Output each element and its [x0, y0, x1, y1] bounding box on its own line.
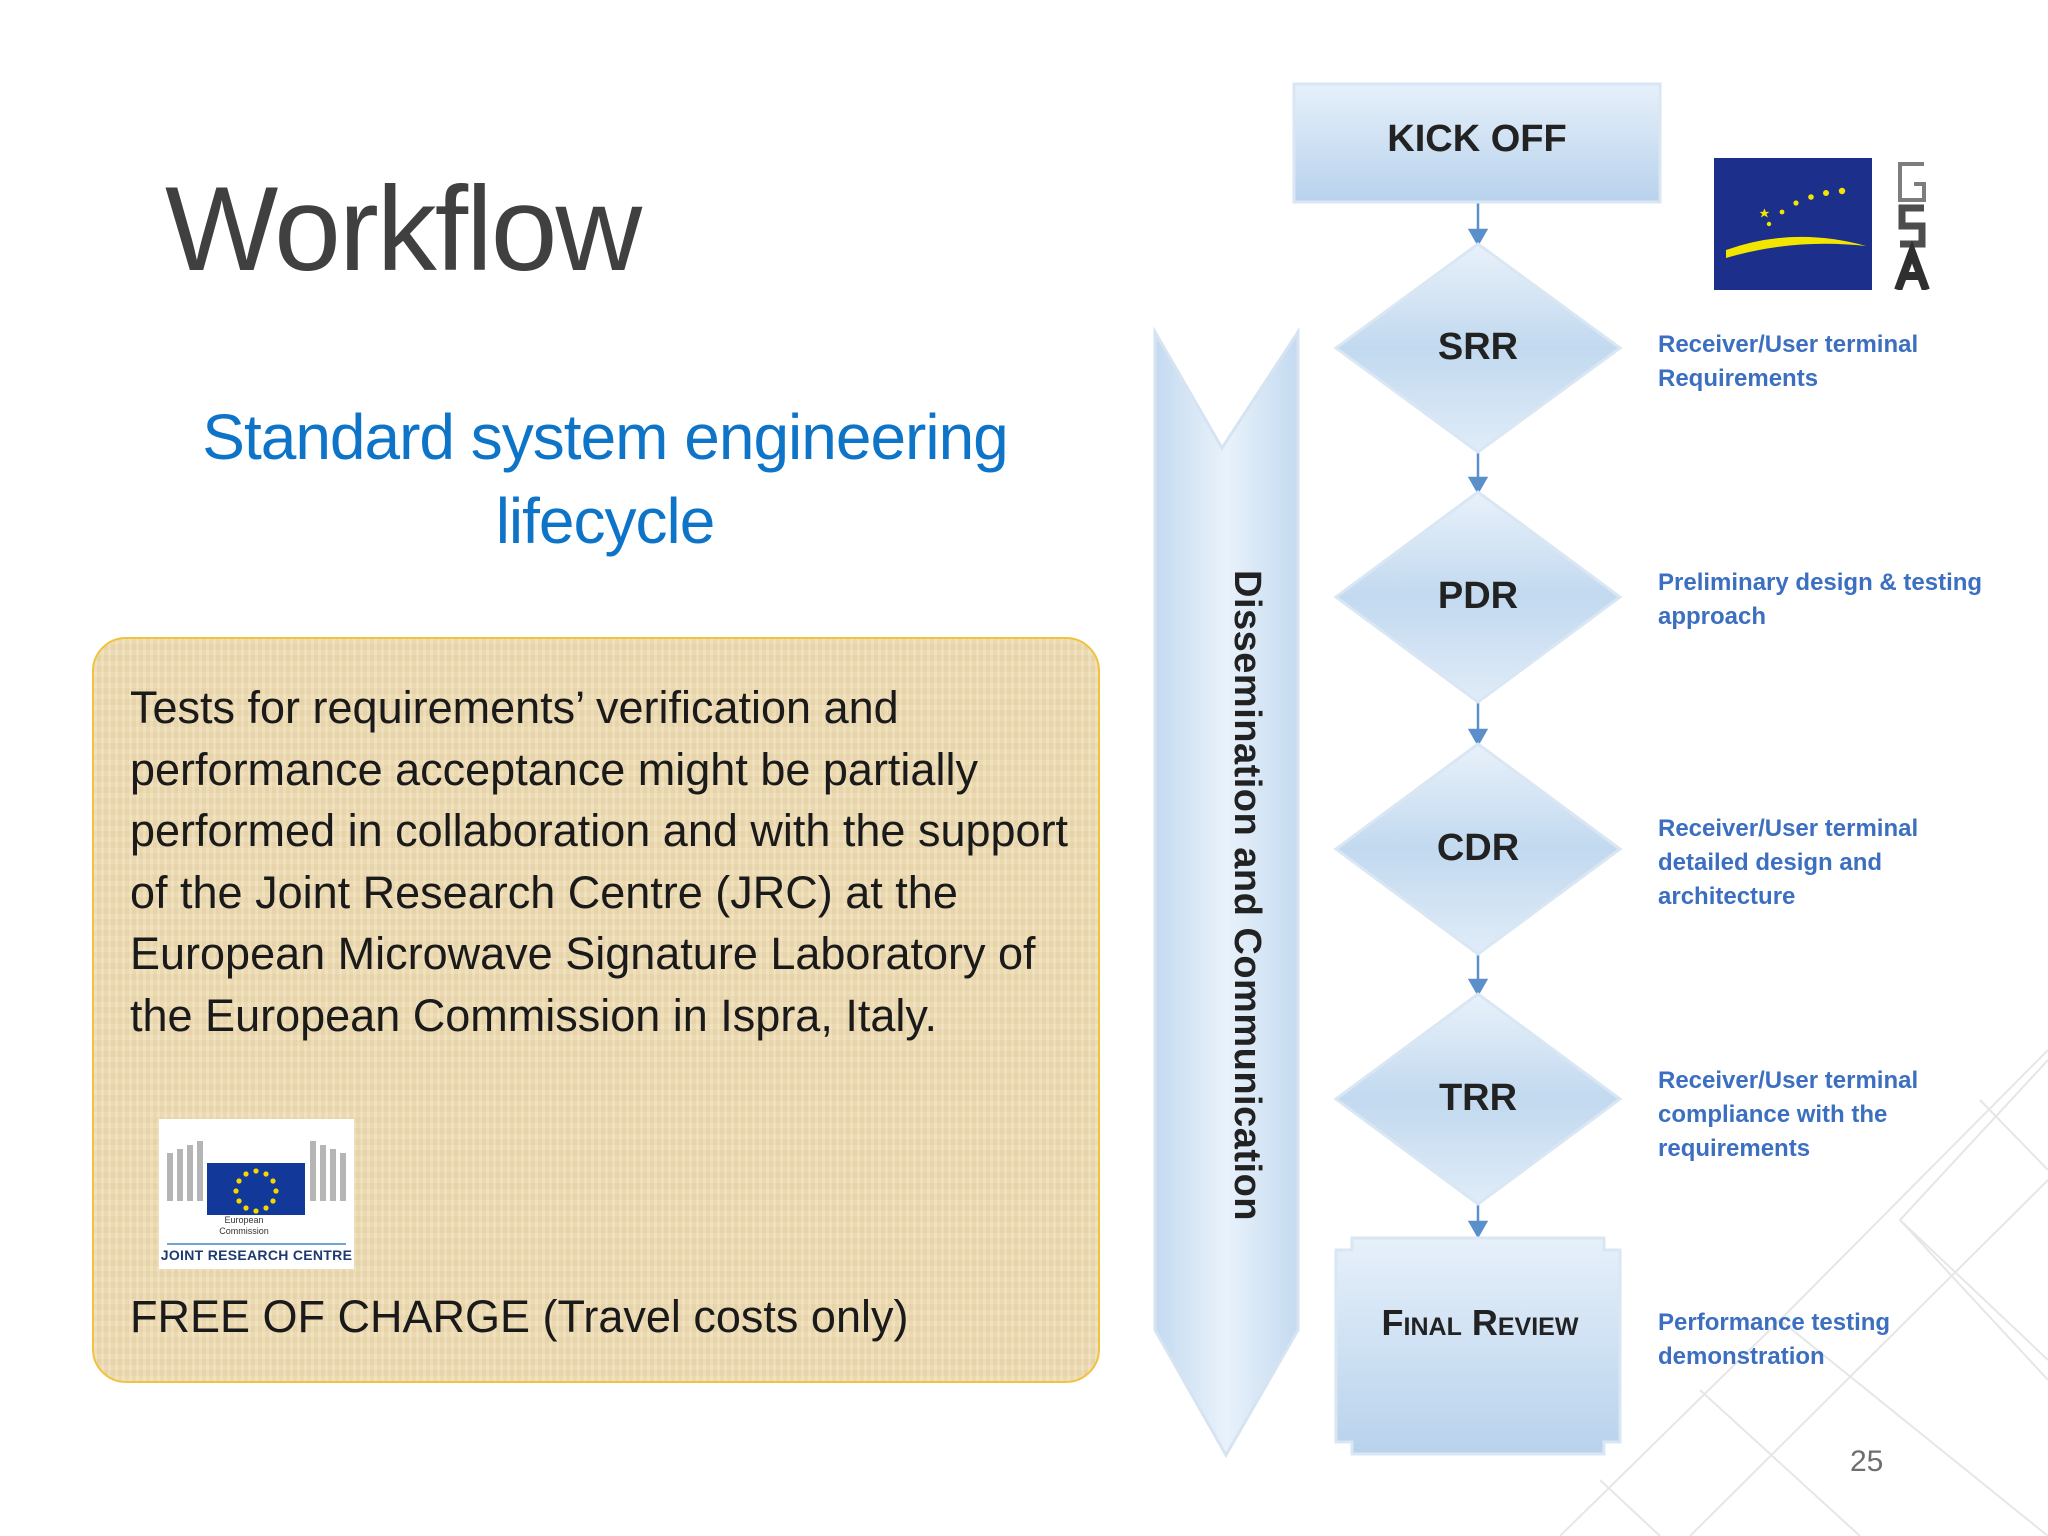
desc-pdr: Preliminary design & testing approach — [1658, 569, 1983, 630]
ec-building-icon — [167, 1141, 346, 1215]
ec-label: European Commission — [219, 1215, 269, 1236]
node-label-kickoff: KICK OFF — [1387, 118, 1567, 160]
jrc-divider — [167, 1243, 346, 1245]
node-label-cdr: CDR — [1436, 827, 1520, 869]
cdr-diamond — [1333, 742, 1623, 956]
info-box: Tests for requirements’ verification and… — [92, 637, 1100, 1383]
arrowhead — [1467, 1220, 1489, 1239]
free-of-charge-text: FREE OF CHARGE (Travel costs only) — [130, 1291, 909, 1342]
node-label-final-review: Final Review — [1381, 1302, 1579, 1343]
pdr-diamond — [1333, 490, 1623, 704]
gsa-logo — [1714, 158, 1930, 290]
arrowhead — [1467, 476, 1489, 495]
node-label-srr: SRR — [1437, 326, 1519, 368]
desc-srr: Receiver/User terminal Requirements — [1658, 331, 1919, 392]
trr-diamond — [1333, 992, 1623, 1206]
final-review-box — [1334, 1236, 1622, 1456]
dissemination-label: Dissemination and Communication — [1226, 570, 1268, 1222]
desc-cdr: Receiver/User terminal detailed design a… — [1658, 815, 1919, 910]
srr-diamond — [1333, 242, 1623, 454]
page-number: 25 — [1850, 1445, 1884, 1478]
side-chevron — [1153, 326, 1300, 1459]
kickoff-box — [1292, 82, 1662, 204]
node-label-pdr: PDR — [1437, 575, 1519, 617]
arrowhead — [1467, 978, 1489, 997]
slide-title: Workflow — [165, 162, 642, 296]
desc-final-review: Performance testing demonstration — [1658, 1309, 1891, 1370]
jrc-name: JOINT RESEARCH CENTRE — [160, 1247, 353, 1263]
jrc-logo: European Commission JOINT RESEARCH CENTR… — [159, 1119, 354, 1269]
desc-trr: Receiver/User terminal compliance with t… — [1658, 1067, 1919, 1162]
slide-subtitle: Standard system engineering lifecycle — [202, 401, 1009, 557]
arrowhead — [1467, 228, 1489, 247]
info-text: Tests for requirements’ verification and… — [130, 682, 1069, 1041]
arrowhead — [1467, 728, 1489, 747]
node-label-trr: TRR — [1438, 1077, 1518, 1119]
